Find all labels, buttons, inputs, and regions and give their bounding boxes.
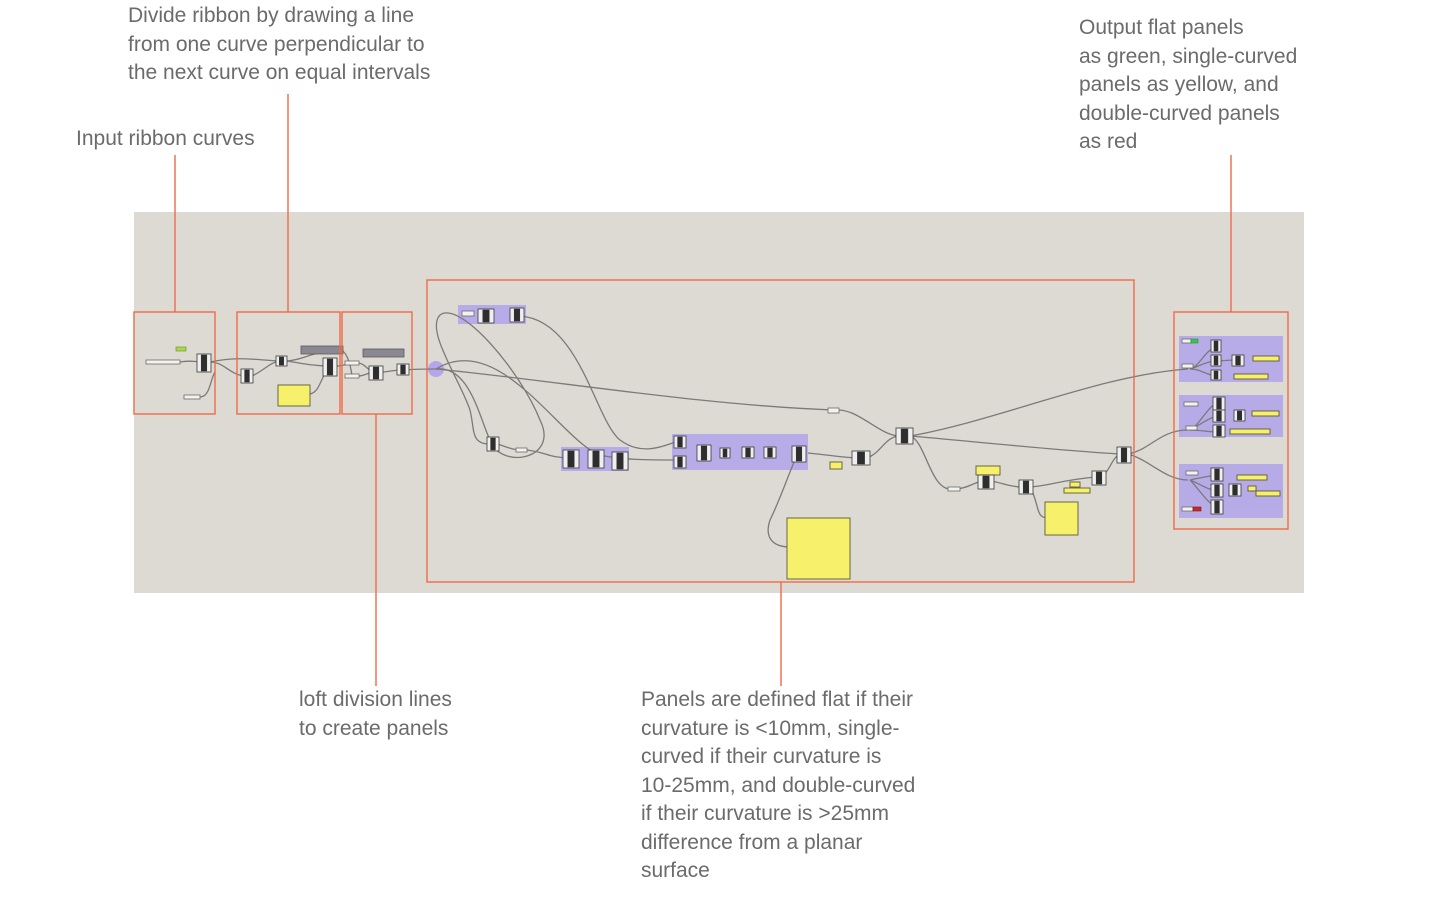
component-node-body <box>982 475 990 489</box>
annotation-output-panels: Output flat panels as green, single-curv… <box>1079 16 1298 153</box>
yellow-panel[interactable] <box>277 384 311 407</box>
yellow-panel[interactable] <box>1233 373 1269 380</box>
component-node-body <box>1213 355 1219 366</box>
wire <box>209 358 281 363</box>
parameter-node[interactable] <box>145 359 181 365</box>
component-node-body <box>1237 410 1242 421</box>
component-node-body <box>722 448 728 458</box>
annotation-input-curves: Input ribbon curves <box>76 127 255 150</box>
component-node-body <box>482 309 490 323</box>
component-node-body <box>677 436 683 448</box>
component-node-body <box>1232 484 1238 496</box>
wire <box>435 312 545 459</box>
wire <box>519 315 679 450</box>
component-node-body <box>700 445 708 461</box>
yellow-panel[interactable] <box>1063 487 1091 494</box>
number-slider[interactable] <box>300 345 344 355</box>
component-node-body <box>1213 370 1219 380</box>
input-marker[interactable] <box>175 346 187 352</box>
parameter-node[interactable] <box>461 310 475 317</box>
highlight-loft <box>341 311 413 415</box>
parameter-node[interactable] <box>1185 425 1198 431</box>
group-curvature-analysis[interactable] <box>672 434 808 470</box>
component-node-body <box>1216 410 1222 422</box>
component-node-body <box>1214 484 1220 497</box>
flat-marker[interactable] <box>1190 338 1199 344</box>
component-node-body <box>1216 425 1222 437</box>
yellow-panel[interactable] <box>1252 355 1280 362</box>
leader-lines <box>174 94 1232 686</box>
component-node-body <box>677 456 683 468</box>
wire <box>837 409 901 437</box>
parameter-node[interactable] <box>1185 470 1199 476</box>
wire <box>435 360 679 461</box>
component-node-body <box>279 356 284 366</box>
component-node-body <box>795 446 803 462</box>
yellow-panel[interactable] <box>1236 474 1268 481</box>
yellow-panel[interactable] <box>1229 428 1271 435</box>
parameter-node[interactable] <box>183 394 201 400</box>
component-node-body <box>1022 480 1030 494</box>
wire <box>199 371 216 398</box>
yellow-panel[interactable] <box>975 465 1001 476</box>
wire <box>435 368 834 411</box>
component-node-body <box>1095 471 1103 485</box>
parameter-node[interactable] <box>344 373 360 379</box>
parameter-node[interactable] <box>515 447 528 453</box>
parameter-node[interactable] <box>1181 363 1194 369</box>
parameter-node[interactable] <box>344 360 360 366</box>
component-node-body <box>326 358 334 376</box>
yellow-panel[interactable] <box>1247 485 1257 492</box>
component-node-body <box>1214 500 1220 514</box>
wire <box>909 435 951 490</box>
wire <box>909 368 1189 437</box>
component-node-body <box>513 308 521 322</box>
component-node-body <box>567 450 575 468</box>
component-node-body <box>244 369 250 383</box>
yellow-panel[interactable] <box>1251 410 1280 417</box>
component-node-body <box>1214 468 1220 481</box>
yellow-panel[interactable] <box>1069 481 1081 488</box>
component-node-body <box>200 354 208 372</box>
component-node-body <box>1216 397 1222 410</box>
component-node-body <box>400 364 406 375</box>
components <box>145 307 1281 580</box>
double-curved-marker[interactable] <box>1192 506 1202 512</box>
component-node-body <box>1120 447 1128 463</box>
wire <box>909 435 1121 455</box>
annotation-loft-lines: loft division lines to create panels <box>299 688 452 740</box>
yellow-panel[interactable] <box>829 461 843 470</box>
yellow-panel[interactable] <box>1255 490 1281 497</box>
component-node-body <box>372 366 380 380</box>
number-slider[interactable] <box>362 348 405 358</box>
component-node-body <box>1213 340 1219 352</box>
parameter-node[interactable] <box>1183 401 1199 407</box>
component-node-body <box>900 428 909 444</box>
parameter-node[interactable] <box>827 407 840 414</box>
annotation-panel-definition: Panels are defined flat if their curvatu… <box>641 688 916 882</box>
wire <box>767 452 799 548</box>
annotation-divide-ribbon: Divide ribbon by drawing a line from one… <box>128 4 431 84</box>
component-node-body <box>745 447 751 458</box>
yellow-panel[interactable] <box>1044 501 1079 536</box>
component-node-body <box>616 452 624 470</box>
component-node-body <box>490 437 496 451</box>
component-node-body <box>1235 355 1241 366</box>
yellow-panel[interactable] <box>786 517 851 580</box>
parameter-node[interactable] <box>1181 506 1194 512</box>
component-node-body <box>592 450 600 468</box>
parameter-node[interactable] <box>947 486 961 492</box>
component-node-body <box>767 447 773 458</box>
component-node-body <box>857 451 865 465</box>
parameter-node[interactable] <box>1181 338 1192 344</box>
